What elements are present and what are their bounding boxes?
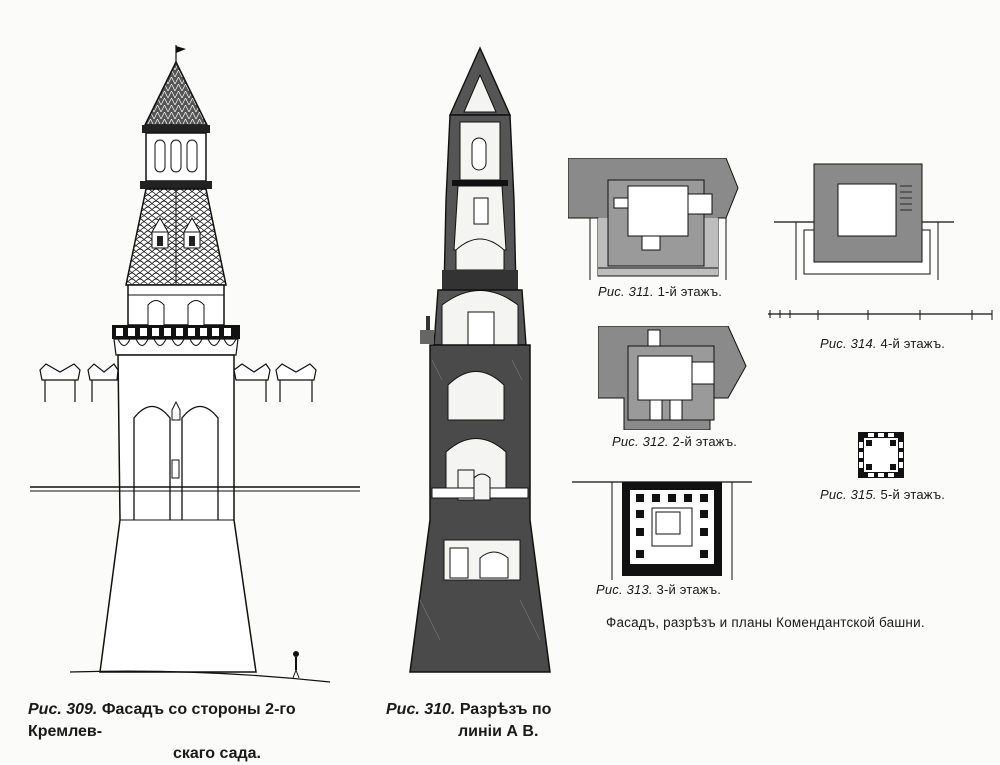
fig311-number: Рис. 311. — [598, 284, 654, 299]
plan-floor-2 — [598, 326, 748, 430]
caption-fig315: Рис. 315. 5-й этажъ. — [820, 487, 945, 502]
fig313-text: 3-й этажъ. — [656, 582, 722, 597]
fig315-number: Рис. 315. — [820, 487, 877, 502]
plan-floor-4 — [774, 160, 954, 280]
section-drawing — [390, 0, 570, 690]
caption-fig310: Рис. 310. Разрѣзъ по линiи А В. — [386, 699, 566, 743]
summary-caption: Фасадъ, разрѣзъ и планы Комендантской ба… — [606, 615, 925, 630]
fig310-text-line2: линiи А В. — [458, 723, 539, 740]
fig312-number: Рис. 312. — [612, 434, 669, 449]
fig315-text: 5-й этажъ. — [880, 487, 946, 502]
fig313-number: Рис. 313. — [596, 582, 653, 597]
caption-fig313: Рис. 313. 3-й этажъ. — [596, 582, 721, 597]
fig310-text-line1: Разрѣзъ по — [459, 701, 552, 718]
fig314-number: Рис. 314. — [820, 336, 877, 351]
fig314-text: 4-й этажъ. — [880, 336, 946, 351]
caption-fig311: Рис. 311. 1-й этажъ. — [598, 284, 722, 299]
caption-fig314: Рис. 314. 4-й этажъ. — [820, 336, 945, 351]
fig309-text-line1: Фасадъ со стороны 2-го Кремлев- — [28, 701, 296, 740]
fig311-text: 1-й этажъ. — [657, 284, 723, 299]
fig312-text: 2-й этажъ. — [672, 434, 738, 449]
scale-bar — [766, 306, 998, 326]
caption-fig312: Рис. 312. 2-й этажъ. — [612, 434, 737, 449]
facade-drawing — [0, 0, 370, 690]
caption-fig309: Рис. 309. Фасадъ со стороны 2-го Кремлев… — [28, 699, 368, 765]
plan-floor-1 — [568, 158, 748, 280]
fig309-number: Рис. 309. — [28, 701, 98, 718]
plan-floor-5 — [856, 430, 906, 480]
fig309-text-line2: скаго сада. — [173, 745, 261, 762]
plan-floor-3 — [572, 476, 752, 580]
fig310-number: Рис. 310. — [386, 701, 456, 718]
